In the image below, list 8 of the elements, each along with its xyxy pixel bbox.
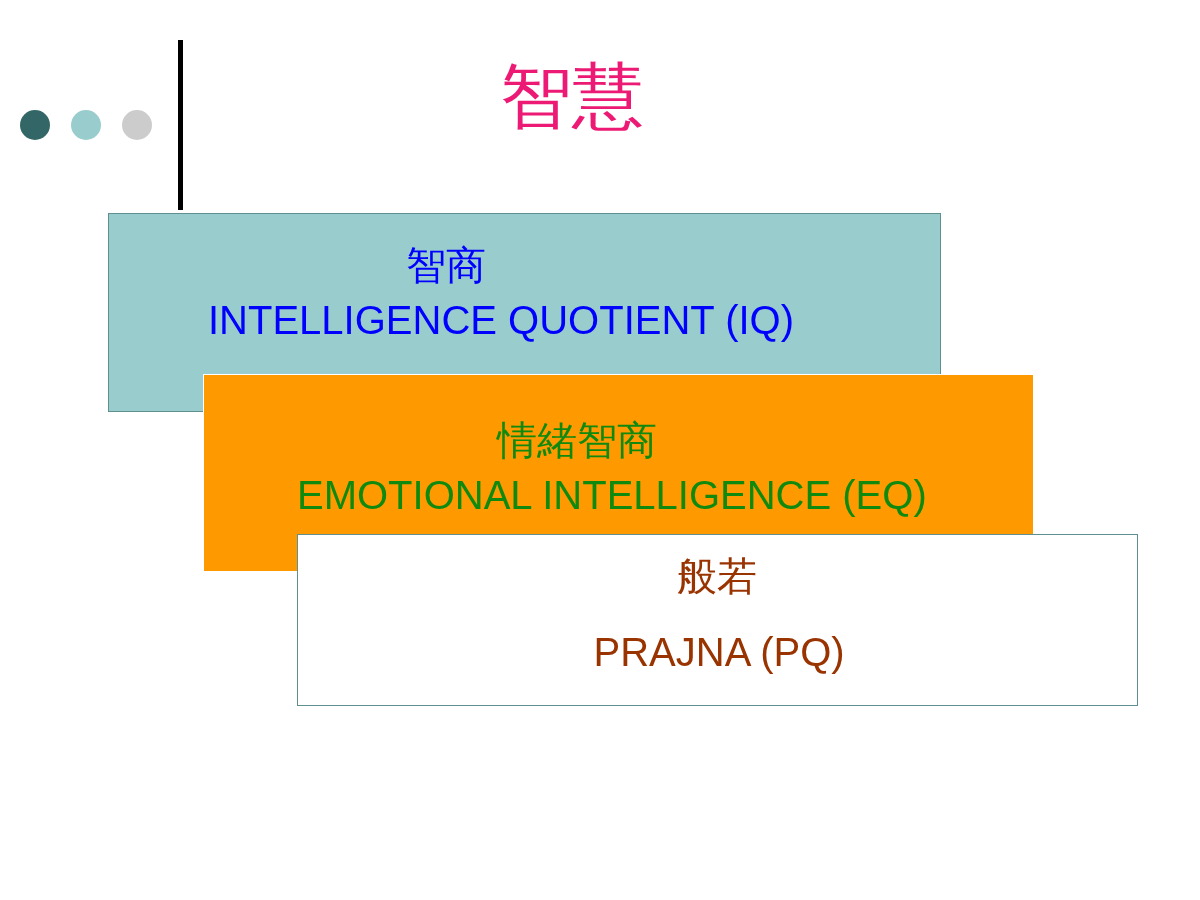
box-label: EMOTIONAL INTELLIGENCE (EQ) [297,473,927,517]
layered-box [297,534,1138,706]
box-label: PRAJNA (PQ) [593,630,845,674]
box-label: INTELLIGENCE QUOTIENT (IQ) [208,298,794,342]
box-heading: 情緒智商 [497,419,657,463]
slide-title: 智慧 [500,58,644,138]
box-heading: 智商 [406,244,486,288]
box-heading: 般若 [677,555,757,599]
